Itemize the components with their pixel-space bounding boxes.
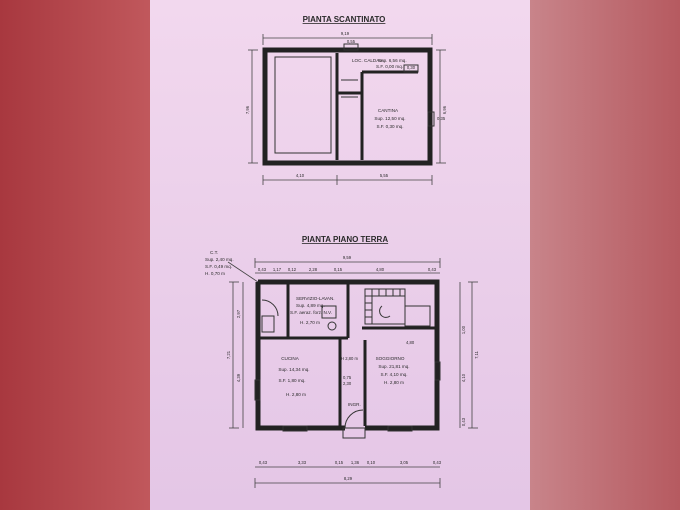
- basement-right-window: [427, 111, 435, 127]
- basement-title: PIANTA SCANTINATO: [303, 15, 386, 24]
- left-window: [254, 379, 261, 401]
- inner-dim-480: 4,80: [406, 340, 415, 345]
- ground-outer-wall-left: [255, 282, 345, 431]
- svg-text:0,43: 0,43: [433, 460, 442, 465]
- basement-outer-wall: [262, 47, 433, 166]
- svg-text:0,15: 0,15: [335, 460, 344, 465]
- basement-small-window: [343, 43, 359, 51]
- svg-text:9,19: 9,19: [341, 31, 350, 36]
- basement-dim-left: 7,96: [245, 49, 258, 164]
- bathroom-fixtures: [261, 299, 337, 333]
- svg-text:0,43: 0,43: [259, 460, 268, 465]
- svg-text:0,12: 0,12: [288, 267, 297, 272]
- ground-dim-top: 9,59 0,43 1,17 0,12 2,28 0,15 4,80 0,43: [254, 255, 441, 274]
- inner-dim-230: 2,30: [343, 381, 352, 386]
- svg-text:CUCINA: CUCINA: [281, 356, 300, 361]
- svg-text:Sup. 21,81 mq.: Sup. 21,81 mq.: [378, 364, 409, 369]
- svg-text:3,05: 3,05: [400, 460, 409, 465]
- svg-text:3,33: 3,33: [298, 460, 307, 465]
- svg-text:0,43: 0,43: [461, 417, 466, 426]
- svg-text:4,80: 4,80: [376, 267, 385, 272]
- svg-text:S.F. 0,00 mq.: S.F. 0,00 mq.: [376, 64, 403, 69]
- basement-dim-top: 9,19: [262, 31, 433, 45]
- svg-text:0,15: 0,15: [334, 267, 343, 272]
- svg-text:1,00: 1,00: [461, 325, 466, 334]
- svg-text:1,17: 1,17: [273, 267, 282, 272]
- svg-text:0,43: 0,43: [258, 267, 267, 272]
- svg-text:0,55: 0,55: [347, 39, 356, 44]
- svg-text:7,11: 7,11: [474, 350, 479, 359]
- background-right: [530, 0, 680, 510]
- svg-text:LOC. CALDAIA: LOC. CALDAIA: [352, 58, 385, 63]
- basement-dim-bottom: 4,10 5,55: [262, 173, 433, 185]
- svg-text:Sup. 14,34 mq.: Sup. 14,34 mq.: [278, 367, 309, 372]
- svg-text:Sup. 4,89 mq.: Sup. 4,89 mq.: [296, 303, 325, 308]
- svg-text:9,59: 9,59: [343, 255, 352, 260]
- svg-text:Sup. 6,56 mq.: Sup. 6,56 mq.: [378, 58, 407, 63]
- svg-text:1,36: 1,36: [351, 460, 360, 465]
- svg-text:H. 0,70 m: H. 0,70 m: [205, 271, 225, 276]
- svg-text:S.F. 0,49 mq.: S.F. 0,49 mq.: [205, 264, 232, 269]
- svg-text:S.F. 1,80 mq.: S.F. 1,80 mq.: [278, 378, 305, 383]
- svg-text:0,10: 0,10: [367, 460, 376, 465]
- ground-dim-right: 7,11 4,10 1,00 0,43: [459, 281, 479, 429]
- svg-text:6,96: 6,96: [442, 105, 447, 114]
- ground-dim-left: 7,21 4,39 2,97: [226, 281, 244, 429]
- svg-text:0,43: 0,43: [428, 267, 437, 272]
- svg-text:2,28: 2,28: [309, 267, 318, 272]
- svg-text:2,97: 2,97: [236, 309, 241, 318]
- svg-text:Sup. 2,40 mq.: Sup. 2,40 mq.: [205, 257, 234, 262]
- soggiorno-label: SOGGIORNO Sup. 21,81 mq. S.F. 4,10 mq. H…: [376, 356, 410, 385]
- loc-caldaia-label: LOC. CALDAIA Sup. 6,56 mq. S.F. 0,00 mq.: [352, 58, 407, 69]
- svg-text:5,55: 5,55: [380, 173, 389, 178]
- staircase: [364, 288, 431, 327]
- inner-dim-075: 0,75: [343, 375, 352, 380]
- svg-text:C.T.: C.T.: [210, 250, 218, 255]
- background-left: [0, 0, 160, 510]
- svg-text:0,30: 0,30: [407, 65, 416, 70]
- ingresso-label: INGR.: [348, 402, 361, 407]
- ground-dim-bottom: 0,43 3,33 0,15 1,36 0,10 3,05 0,43 8,29: [254, 460, 442, 488]
- svg-text:H. 2,80 m: H. 2,80 m: [384, 380, 404, 385]
- entrance-step: [342, 427, 366, 439]
- svg-text:S.F. 0,30 mq.: S.F. 0,30 mq.: [376, 124, 403, 129]
- ct-label: C.T. Sup. 2,40 mq. S.F. 0,49 mq. H. 0,70…: [205, 250, 259, 283]
- svg-text:CANTINA: CANTINA: [378, 108, 399, 113]
- side-window: [434, 361, 441, 381]
- ground-outer-wall-right: [258, 279, 440, 431]
- servizio-label: SERVIZIO-LAVAN. Sup. 4,89 mq. S.F. aeraz…: [290, 296, 335, 325]
- basement-left-room: [274, 56, 332, 154]
- svg-text:S.F. aeraz. forz. N.V.: S.F. aeraz. forz. N.V.: [290, 310, 332, 315]
- basement-dim-right: 6,96: [436, 49, 447, 164]
- svg-text:H. 2,70 m: H. 2,70 m: [300, 320, 320, 325]
- svg-text:SOGGIORNO: SOGGIORNO: [376, 356, 405, 361]
- svg-text:4,10: 4,10: [461, 373, 466, 382]
- svg-text:7,21: 7,21: [226, 350, 231, 359]
- cantina-label: CANTINA Sup. 12,50 mq. S.F. 0,30 mq.: [374, 108, 405, 129]
- svg-text:4,39: 4,39: [236, 373, 241, 382]
- corridor-height: H 2,80 m: [341, 356, 359, 361]
- svg-text:S.F. 4,10 mq.: S.F. 4,10 mq.: [380, 372, 407, 377]
- svg-text:SERVIZIO-LAVAN.: SERVIZIO-LAVAN.: [296, 296, 335, 301]
- svg-text:4,10: 4,10: [296, 173, 305, 178]
- soggiorno-window: [387, 425, 413, 432]
- cucina-label: CUCINA Sup. 14,34 mq. S.F. 1,80 mq. H. 2…: [278, 356, 309, 397]
- svg-text:7,96: 7,96: [245, 105, 250, 114]
- svg-text:Sup. 12,50 mq.: Sup. 12,50 mq.: [374, 116, 405, 121]
- basement-vent: [403, 64, 419, 73]
- svg-text:8,29: 8,29: [344, 476, 353, 481]
- cucina-window: [282, 425, 308, 432]
- svg-text:H. 2,80 m: H. 2,80 m: [286, 392, 306, 397]
- ground-title: PIANTA PIANO TERRA: [302, 235, 388, 244]
- svg-text:0,35: 0,35: [437, 116, 446, 121]
